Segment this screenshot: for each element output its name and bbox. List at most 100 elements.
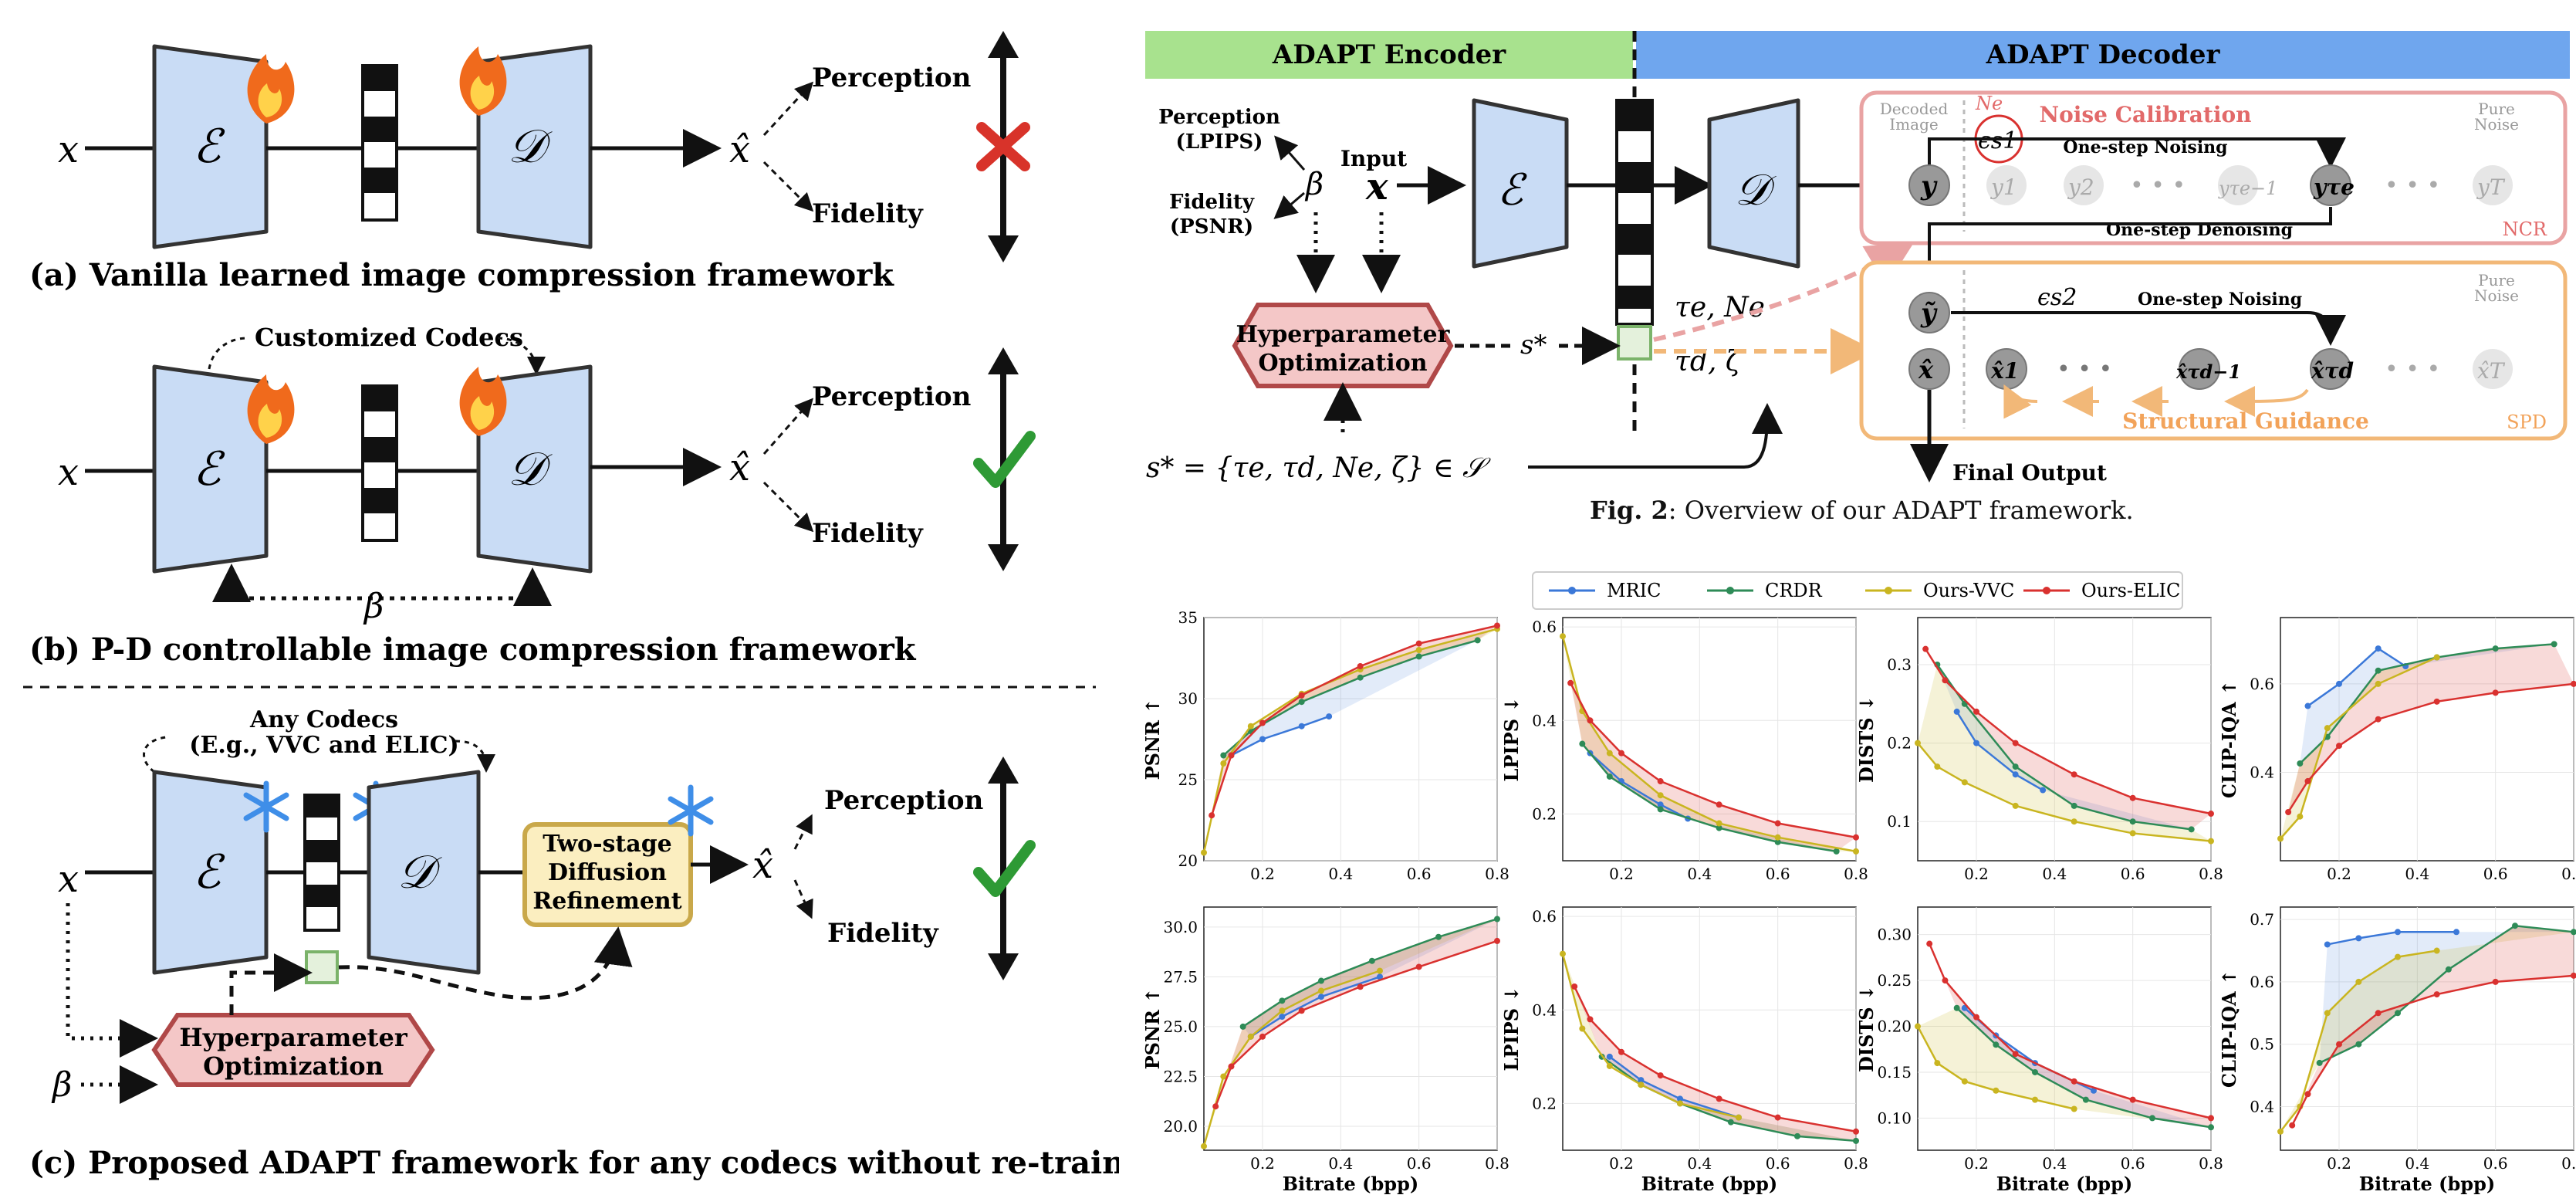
dots-2: • • •: [2385, 172, 2440, 199]
series-line-CRDR: [2319, 924, 2574, 1065]
x-tick-label: 0.2: [1250, 1154, 1275, 1173]
data-point-Ours-ELIC: [1212, 1103, 1219, 1110]
b-encoder-trapezoid: [152, 364, 269, 574]
data-point-Ours-VVC: [1915, 1023, 1921, 1030]
series-line-Ours-VVC: [1916, 1025, 2074, 1110]
data-point-Ours-ELIC: [1571, 983, 1578, 990]
pure-noise-1: Pure: [2478, 100, 2515, 118]
data-point-Ours-ELIC: [1774, 1114, 1781, 1121]
data-point-Ours-VVC: [1934, 763, 1941, 770]
data-point-CRDR: [1833, 848, 1840, 855]
series-line-MRIC: [1956, 711, 2044, 791]
x-tick-label: 0.8: [2561, 865, 2576, 883]
x-tick-label: 0.6: [2121, 865, 2145, 883]
node-xtd-label: x̂τd: [2311, 358, 2354, 384]
series-line-Ours-VVC: [2280, 950, 2437, 1132]
c-snowflake-icon-refine: [668, 784, 714, 837]
c-x-label: x: [58, 858, 79, 901]
fig2-caption-rest: : Overview of our ADAPT framework.: [1668, 496, 2134, 525]
c-snowflake-icon-enc: [243, 780, 289, 833]
panel-a: x ℰ 𝒟 x̂ Perception Fidelity (a) Vanilla…: [29, 31, 1030, 293]
fig2-hyper-box: [1232, 303, 1454, 388]
data-point-Ours-ELIC: [2571, 972, 2576, 979]
data-point-MRIC: [1657, 801, 1664, 808]
c-perception: Perception: [824, 785, 983, 816]
b-customized-codecs: Customized Codecs: [255, 323, 523, 352]
encoder-label: ADAPT Encoder: [1272, 39, 1506, 70]
c-caption: (c) Proposed ADAPT framework for any cod…: [29, 1145, 1119, 1181]
node-yT: [2473, 165, 2513, 205]
data-point-MRIC: [2304, 702, 2311, 709]
noise-calibration: Noise Calibration: [2039, 102, 2251, 127]
data-point-Ours-ELIC: [2492, 689, 2499, 696]
data-point-Ours-VVC: [1220, 760, 1227, 767]
data-point-CRDR: [1727, 1119, 1734, 1126]
x-tick-label: 0.2: [1609, 1154, 1634, 1173]
data-point-CRDR: [2032, 1068, 2038, 1075]
data-point-Ours-ELIC: [1415, 963, 1422, 970]
x-tick-label: 0.6: [2483, 1154, 2508, 1173]
data-point-CRDR: [1657, 806, 1664, 813]
a-fire-icon-enc: [247, 54, 295, 124]
data-point-CRDR: [2512, 922, 2518, 929]
data-point-Ours-VVC: [1961, 779, 1968, 786]
x-tick-label: 0.8: [1844, 865, 1868, 883]
c-xhat-label: x̂: [752, 844, 773, 887]
c-hyper-2: Optimization: [203, 1051, 384, 1081]
data-point-Ours-ELIC: [1357, 663, 1364, 669]
y-tick-label: 0.30: [1877, 926, 1912, 944]
data-point-CRDR: [2071, 802, 2077, 809]
data-point-Ours-VVC: [1220, 1073, 1227, 1080]
data-point-Ours-ELIC: [1494, 937, 1500, 944]
data-point-Ours-ELIC: [1926, 940, 1933, 947]
b-fire-icon-dec: [459, 367, 507, 436]
data-point-Ours-VVC: [1606, 750, 1613, 757]
node-xtm1-label: x̂τd−1: [2175, 361, 2241, 383]
data-point-CRDR: [2571, 929, 2576, 936]
data-point-CRDR: [1579, 740, 1586, 747]
node-xhat-label: x̂: [1918, 355, 1934, 384]
data-point-Ours-ELIC: [1298, 692, 1305, 699]
legend-marker-3: [2043, 587, 2050, 594]
y-axis-label-2: DISTS ↓: [1855, 696, 1878, 783]
data-point-CRDR: [2188, 826, 2195, 833]
y-tick-label: 0.2: [1887, 734, 1912, 753]
data-point-CRDR: [2375, 667, 2382, 674]
chart-frame-6: [1917, 906, 2212, 1151]
band-MRIC: [2319, 926, 2574, 1063]
data-point-CRDR: [1220, 752, 1227, 759]
y-tick-label: 0.3: [1887, 655, 1912, 674]
band-Ours-ELIC: [1215, 919, 1497, 1107]
y-tick-label: 25: [1178, 770, 1198, 789]
data-point-Ours-VVC: [2433, 947, 2440, 954]
data-point-CRDR: [1774, 838, 1781, 845]
y-tick-label: 22.5: [1163, 1067, 1198, 1085]
data-point-Ours-VVC: [1961, 1078, 1968, 1085]
series-line-MRIC: [2327, 931, 2456, 946]
data-point-CRDR: [2012, 763, 2019, 770]
b-caption: (b) P-D controllable image compression f…: [29, 631, 917, 668]
node-ytm1-label: yτe−1: [2218, 178, 2277, 199]
data-point-Ours-VVC: [1201, 849, 1207, 856]
data-point-MRIC: [1377, 973, 1383, 980]
c-refine-1: Two-stage: [543, 831, 672, 858]
y-tick-label: 0.4: [2250, 763, 2274, 781]
y-tick-label: 27.5: [1163, 967, 1198, 986]
node-ytilde: [1908, 292, 1950, 333]
x-tick-label: 0.4: [2042, 1154, 2067, 1173]
dots-4: • • •: [2385, 356, 2440, 383]
data-point-Ours-ELIC: [2129, 1096, 2136, 1103]
c-decoder-trapezoid: [367, 770, 481, 975]
data-point-Ours-VVC: [1716, 820, 1722, 827]
series-line-MRIC: [1250, 976, 1381, 1038]
input-x: x: [1365, 165, 1389, 208]
legend-marker-1: [1726, 587, 1734, 594]
y-tick-label: 0.7: [2250, 910, 2274, 929]
data-point-CRDR: [2297, 760, 2304, 767]
x-tick-label: 0.6: [2483, 865, 2508, 883]
data-point-Ours-ELIC: [2336, 1041, 2342, 1048]
node-y1: [1986, 165, 2027, 205]
legend-label-1: CRDR: [1765, 580, 1823, 601]
node-yT-label: yT: [2476, 174, 2506, 200]
